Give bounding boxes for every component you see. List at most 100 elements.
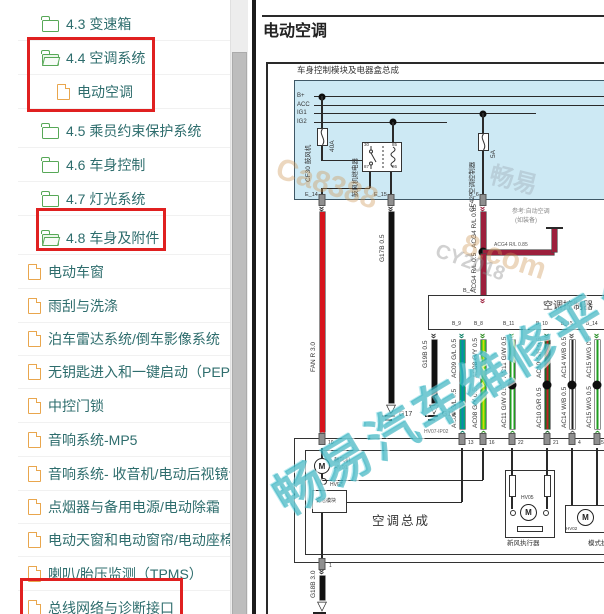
file-icon <box>28 264 41 280</box>
file-icon <box>28 398 41 414</box>
bus-acc-label: ACC <box>297 101 310 108</box>
file-icon <box>28 532 41 548</box>
connector-arrow: « <box>541 333 552 339</box>
wire-ac10-label2: AC10 G/R 0.5 <box>536 387 543 428</box>
sidebar-item-label: 4.3 变速箱 <box>66 16 132 32</box>
blower-motor-id: HV01 <box>334 465 348 471</box>
pin-connector <box>387 194 395 206</box>
folder-open-icon <box>41 230 59 246</box>
frame-top <box>266 62 604 64</box>
lead <box>321 146 323 160</box>
wire-ac08 <box>480 340 486 429</box>
pin-connector <box>508 433 516 445</box>
file-icon <box>28 331 41 347</box>
lead <box>482 113 484 133</box>
wire-ac10-label: AC10 G/R 0.5 <box>536 337 543 378</box>
connector-arrow: « <box>591 333 602 339</box>
sidebar-item-wiper-washer[interactable]: 雨刮与洗涤 <box>18 290 230 323</box>
wire-g17b <box>388 212 394 403</box>
sidebar-item-gearbox[interactable]: 4.3 变速箱 <box>18 8 230 41</box>
sidebar-item-lighting[interactable]: 4.7 灯光系统 <box>18 183 230 216</box>
wire-ac14-label2: AC14 W/B 0.5 <box>561 386 568 428</box>
lead <box>347 501 462 503</box>
sidebar-item-audio-mp5[interactable]: 音响系统-MP5 <box>18 424 230 457</box>
toc-sidebar: 4.3 变速箱 4.4 空调系统 电动空调 4.5 乘员约束保护系统 4.6 车… <box>0 0 230 614</box>
lead <box>369 172 371 188</box>
sidebar-scrollbar-thumb[interactable] <box>232 52 247 614</box>
sidebar-item-central-lock[interactable]: 中控门锁 <box>18 390 230 423</box>
resistor-symbol <box>508 475 516 497</box>
lead <box>511 448 513 475</box>
pin-13: 13 <box>468 440 474 446</box>
sidebar-item-sunroof-seats[interactable]: 电动天窗和电动窗帘/电动座椅 <box>18 524 230 557</box>
file-icon <box>28 499 41 515</box>
sidebar-item-peps[interactable]: 无钥匙进入和一键启动（PEPS） <box>18 356 230 389</box>
sidebar-item-label: 中控门锁 <box>48 398 104 414</box>
assembly-corner-label: HV07-IP02 <box>424 429 449 435</box>
relay-pin30: 30 <box>364 142 370 147</box>
sidebar-item-cigar-lighter[interactable]: 点烟器与备用电源/电动除霜 <box>18 491 230 524</box>
pin-10: 10 <box>328 440 334 446</box>
lead <box>511 497 513 509</box>
sidebar-item-label: 电动天窗和电动窗帘/电动座椅 <box>48 532 230 548</box>
ac-controller-title: 空调控制器 <box>543 301 593 312</box>
junction <box>507 380 517 390</box>
file-icon <box>28 600 41 614</box>
pin-connector <box>543 433 551 445</box>
mode-actuator-id: HV02 <box>566 526 578 531</box>
sidebar-item-bus-network[interactable]: 总线网络与诊断接口 <box>18 592 230 614</box>
sidebar-item-restraint[interactable]: 4.5 乘员约束保护系统 <box>18 115 230 148</box>
wire-acg4-05-label: ACG4 R/L 0.5 <box>471 252 478 293</box>
file-icon <box>28 466 41 482</box>
bus-ig1-line <box>314 113 536 115</box>
node-hve3-label: HVE3 <box>330 482 344 488</box>
wire-ac15-label: AC15 W/G 0.5 <box>586 336 593 378</box>
sidebar-item-label: 总线网络与诊断接口 <box>48 600 174 614</box>
sidebar-item-power-windows[interactable]: 电动车窗 <box>18 256 230 289</box>
wire-acg4-branch-label: ACG4 R/L 0.85 <box>494 242 528 248</box>
resistor-symbol <box>543 475 551 497</box>
pin-connector <box>479 433 487 445</box>
wire-ac08-label2: AC08 G/Y 0.5 <box>472 388 479 428</box>
connector-arrow: « <box>506 333 517 339</box>
lead <box>321 513 323 558</box>
blower-fuse-rating: 40A <box>329 140 336 152</box>
file-icon <box>57 84 70 100</box>
sidebar-item-ac-system[interactable]: 4.4 空调系统 <box>18 42 230 75</box>
sidebar-item-parking-radar[interactable]: 泊车雷达系统/倒车影像系统 <box>18 323 230 356</box>
sidebar-item-label: 4.4 空调系统 <box>66 50 146 66</box>
sidebar-item-label: 点烟器与备用电源/电动除霜 <box>48 499 220 515</box>
ground-g19-label: G19 <box>442 411 456 418</box>
speed-module-label: 调速模块 <box>316 498 337 504</box>
ground-g18-symbol: ▽ <box>310 599 334 614</box>
ground-g17-label: G17 <box>399 411 413 418</box>
sidebar-item-label: 音响系统-MP5 <box>48 432 138 448</box>
connector-arrow: « <box>316 569 327 575</box>
connector-arrow: « <box>316 206 327 212</box>
connector-arrow: « <box>477 333 488 339</box>
lead <box>596 448 598 505</box>
pin-connector <box>568 433 576 445</box>
pin-b6: B_6 <box>469 192 479 198</box>
pin-b10: B_10 <box>536 321 548 327</box>
wire-g17b-label: G17B 0.5 <box>379 234 386 262</box>
wire-ac09-label: AC09 G/L 0.5 <box>451 338 458 378</box>
relay-pin87: 87 <box>364 164 370 169</box>
blower-relay-box <box>362 142 402 172</box>
sidebar-item-body-accessories[interactable]: 4.8 车身及附件 <box>18 222 230 255</box>
fresh-actuator-id: HV05 <box>521 495 534 501</box>
sidebar-item-label: 4.5 乘员约束保护系统 <box>66 123 202 139</box>
speed-module-box <box>312 490 347 513</box>
note-connector <box>546 227 563 229</box>
sidebar-item-label: 音响系统- 收音机/电动后视镜调节 <box>48 466 230 482</box>
sidebar-item-body-control[interactable]: 4.6 车身控制 <box>18 149 230 182</box>
pin-b15: B_15 <box>561 321 573 327</box>
lead <box>482 448 484 480</box>
panel-divider <box>252 0 256 614</box>
sidebar-item-horn-tpms[interactable]: 喇叭/胎压监测（TPMS） <box>18 558 230 591</box>
sidebar-item-audio-radio[interactable]: 音响系统- 收音机/电动后视镜调节 <box>18 458 230 491</box>
pin-connector <box>318 558 326 570</box>
sidebar-item-electric-ac[interactable]: 电动空调 <box>18 76 230 109</box>
mode-actuator-label: 模式执行器 <box>588 540 604 547</box>
connector-arrow: « <box>477 298 488 304</box>
